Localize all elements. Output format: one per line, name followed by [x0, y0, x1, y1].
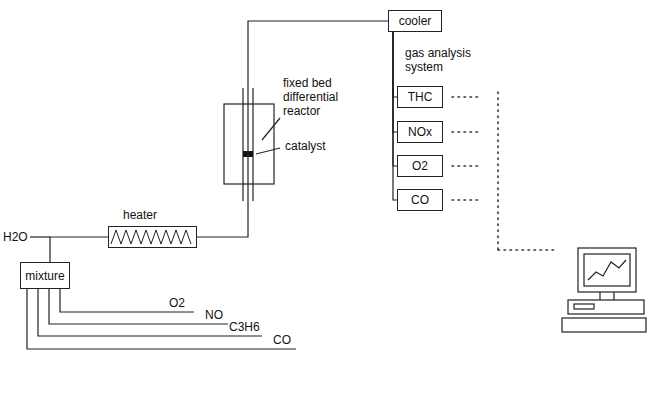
group-heading: gas analysis system: [404, 46, 482, 74]
leader-line: [256, 148, 280, 154]
box-label: NOx: [408, 125, 432, 139]
analyzer-box: O2: [397, 155, 443, 177]
reactor-tube: [242, 88, 243, 201]
analyzer-box: NOx: [397, 121, 443, 143]
signal-dots: [452, 131, 482, 133]
analyzer-box: CO: [397, 189, 443, 211]
catalyst-label: catalyst: [284, 139, 327, 153]
signal-dots: [452, 96, 482, 98]
pipe-line: [197, 21, 388, 237]
gas-label: C3H6: [228, 320, 261, 334]
box-label: cooler: [399, 14, 432, 28]
gas-label: CO: [272, 333, 292, 347]
heater-label: heater: [121, 208, 159, 222]
box-label: THC: [408, 90, 433, 104]
reactor-label: fixed bed differential reactor: [282, 76, 358, 118]
mixture-box: mixture: [20, 262, 70, 289]
keyboard: [562, 318, 646, 332]
signal-dots: [452, 199, 482, 201]
gas-label: NO: [204, 308, 224, 322]
heater-box: heater: [108, 226, 197, 248]
screen-plot: [588, 260, 626, 280]
box-label: O2: [412, 159, 428, 173]
computer-screen: [584, 254, 630, 286]
cooler-box: cooler: [388, 10, 442, 32]
monitor-stand: [599, 292, 600, 300]
computer-monitor: [578, 248, 636, 292]
signal-dots: [498, 249, 556, 251]
drive-slot: [574, 304, 594, 309]
gas-line: [38, 289, 262, 336]
gas-line: [27, 289, 296, 349]
box-label: CO: [411, 193, 429, 207]
box-label: mixture: [25, 269, 64, 283]
signal-dots: [497, 92, 499, 250]
computer-case: [568, 300, 644, 314]
inlet-label: H2O: [2, 230, 29, 244]
heater-coil: [111, 230, 191, 244]
gas-label: O2: [168, 296, 186, 310]
monitor-stand: [613, 292, 614, 300]
leader-line: [262, 118, 280, 140]
analyzer-box: THC: [397, 86, 443, 108]
gas-line: [60, 289, 194, 312]
pipe-line: [50, 237, 108, 262]
reactor-tube: [252, 88, 253, 201]
reactor-jacket: [224, 104, 274, 184]
gas-line: [49, 289, 228, 324]
water-line: [30, 236, 50, 237]
signal-dots: [452, 165, 482, 167]
